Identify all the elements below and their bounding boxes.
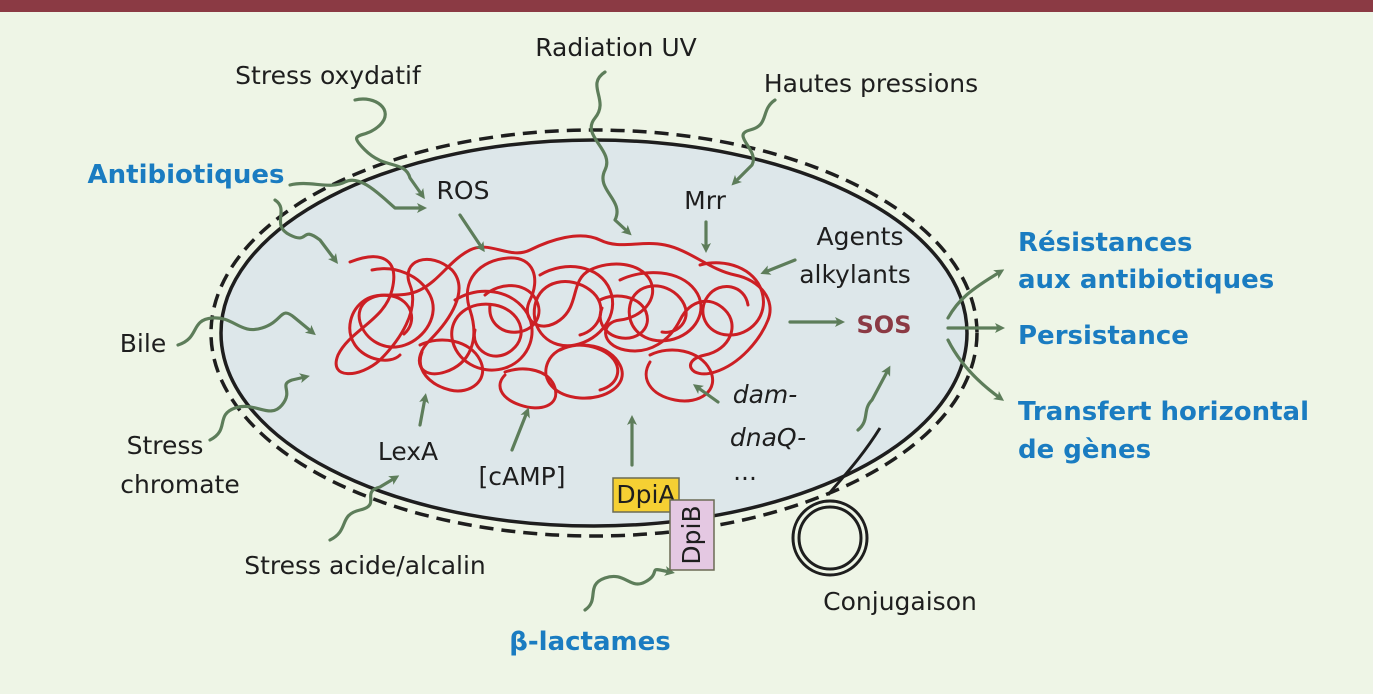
arrow-stress-acide (328, 475, 400, 542)
conjugation-plasmid (791, 427, 882, 577)
sos-label: SOS (857, 311, 912, 339)
arrow-sos-transfert (946, 338, 1005, 401)
arrow-sos-resistances (946, 269, 1005, 320)
hautes-pressions-label: Hautes pressions (764, 69, 978, 98)
camp-label: [cAMP] (479, 462, 566, 491)
arrow-agents-dna (760, 258, 797, 275)
arrow-stress-oxydatif (353, 97, 425, 200)
internal-arrows (418, 213, 891, 467)
beta-lactames-label: β-lactames (509, 627, 670, 657)
resistances-label-line1: Résistances (1018, 228, 1193, 258)
stress-oxydatif-label: Stress oxydatif (235, 61, 422, 90)
agents-label-line1: Agents (816, 222, 903, 251)
dpib-box (669, 499, 715, 571)
dnaq-label: dnaQ- (730, 423, 806, 452)
arrow-hautes-pressions (731, 98, 777, 186)
outgoing-arrows (946, 269, 1005, 401)
ellipsis-label: ... (733, 457, 757, 486)
arrow-lexa-dna (418, 393, 430, 427)
arrow-dam-dna (692, 384, 720, 404)
arrow-antibiotiques-ros (288, 178, 427, 213)
bile-label: Bile (120, 329, 166, 358)
incoming-arrows (176, 70, 777, 612)
dna-chromosome (334, 234, 772, 410)
inner-membrane (219, 138, 969, 528)
outer-membrane (209, 128, 979, 538)
radiation-uv-label: Radiation UV (535, 33, 697, 62)
arrow-radiation-uv (589, 70, 632, 236)
arrow-bile (176, 311, 316, 347)
conjugaison-label: Conjugaison (823, 587, 977, 616)
resistances-label-line2: aux antibiotiques (1018, 265, 1274, 295)
transfert-label-line1: Transfert horizontal (1018, 397, 1309, 427)
header-bar (0, 0, 1373, 12)
arrow-stress-chromate (208, 373, 310, 442)
mrr-label: Mrr (684, 186, 726, 215)
lexa-label: LexA (378, 437, 438, 466)
arrow-antibiotiques-cell (273, 198, 338, 264)
antibiotiques-label: Antibiotiques (88, 160, 285, 190)
stress-chromate-label-line2: chromate (120, 470, 239, 499)
arrow-ros-dna (458, 213, 485, 253)
arrow-conjugaison-sos (856, 365, 891, 432)
arrow-camp-dna (510, 407, 530, 452)
arrow-beta-lactames (583, 566, 675, 612)
dpia-label: DpiA (616, 480, 675, 509)
agents-label-line2: alkylants (799, 260, 911, 289)
dam-label: dam- (733, 380, 798, 409)
stress-chromate-label-line1: Stress (127, 431, 204, 460)
transfert-label-line2: de gènes (1018, 435, 1151, 465)
dpib-label: DpiB (677, 505, 706, 564)
ros-label: ROS (437, 176, 490, 205)
persistance-label: Persistance (1018, 321, 1189, 351)
stress-acide-label: Stress acide/alcalin (244, 551, 486, 580)
dpia-box (612, 477, 680, 513)
